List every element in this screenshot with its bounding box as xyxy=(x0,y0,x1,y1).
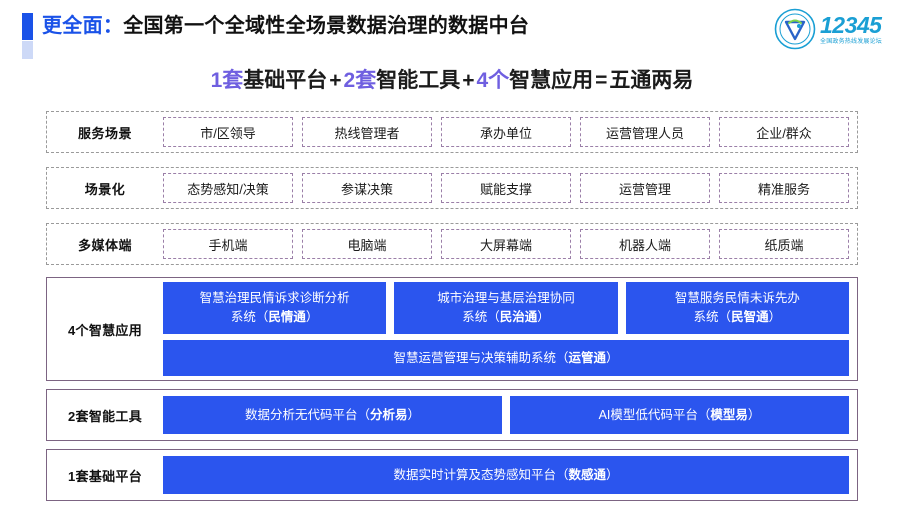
smart-tools-row: 数据分析无代码平台（分析易） AI模型低代码平台（模型易） xyxy=(163,396,849,434)
cell-scene-3[interactable]: 运营管理 xyxy=(580,173,710,203)
header-accent-bar xyxy=(22,13,33,40)
cell-scene-0[interactable]: 态势感知/决策 xyxy=(163,173,293,203)
formula-operator-2: + xyxy=(462,69,475,92)
formula-part3-count: 4个 xyxy=(476,69,510,92)
row-multimedia-terminal-cells: 手机端 电脑端 大屏幕端 机器人端 纸质端 xyxy=(163,224,857,264)
app-box-minqingtong-tag: 民情通 xyxy=(268,310,306,324)
formula-part3-text: 智慧应用 xyxy=(509,69,594,92)
app-box-yunguantong-line1: 智慧运营管理与决策辅助系统（ xyxy=(393,350,569,365)
cell-media-0[interactable]: 手机端 xyxy=(163,229,293,259)
app-box-minqingtong-line3: ） xyxy=(305,310,319,324)
row-multimedia-terminal-label: 多媒体端 xyxy=(77,237,132,253)
base-platform-row: 数据实时计算及态势感知平台（数感通） xyxy=(163,456,849,494)
header-accent-bar-light xyxy=(22,41,33,59)
panel-base-platform-body: 数据实时计算及态势感知平台（数感通） xyxy=(163,450,857,500)
app-box-minzhitong-line1: 城市治理与基层治理协同 xyxy=(437,291,575,305)
formula-part1-count: 1套 xyxy=(210,69,244,92)
app-box-minzhitong-tag: 民治通 xyxy=(499,310,538,324)
panel-base-platform: 1套基础平台 数据实时计算及态势感知平台（数感通） xyxy=(46,449,858,501)
base-box-shugantong-line1: 数据实时计算及态势感知平台（ xyxy=(393,467,569,482)
formula-operator-1: + xyxy=(329,69,342,92)
logo-emblem-icon xyxy=(774,8,816,50)
row-scenario-ization: 场景化 态势感知/决策 参谋决策 赋能支撑 运营管理 精准服务 xyxy=(46,167,858,209)
app-box-yunguantong-line3: ） xyxy=(606,350,619,365)
base-box-shugantong-line3: ） xyxy=(606,467,619,482)
formula-result: 五通两易 xyxy=(609,69,694,92)
page-header: 更全面：全国第一个全域性全场景数据治理的数据中台 12345 全国政务热线发展论… xyxy=(0,0,904,62)
cell-media-1[interactable]: 电脑端 xyxy=(302,229,432,259)
panel-smart-applications-label: 4个智慧应用 xyxy=(67,322,143,338)
row-multimedia-terminal: 多媒体端 手机端 电脑端 大屏幕端 机器人端 纸质端 xyxy=(46,223,858,265)
cell-service-1[interactable]: 热线管理者 xyxy=(302,117,432,147)
tool-box-fenxiyi-line1: 数据分析无代码平台（ xyxy=(244,407,370,422)
app-box-minzhitong-line2: 系统（ xyxy=(462,310,500,324)
row-service-scenario-cells: 市/区领导 热线管理者 承办单位 运营管理人员 企业/群众 xyxy=(163,112,857,152)
tool-box-fenxiyi[interactable]: 数据分析无代码平台（分析易） xyxy=(163,396,502,434)
app-box-minzhitong2-tag: 民智通 xyxy=(731,310,769,324)
app-box-minqingtong-line1: 智慧治理民情诉求诊断分析 xyxy=(199,291,350,305)
logo-number: 12345 xyxy=(820,11,882,38)
row-service-scenario: 服务场景 市/区领导 热线管理者 承办单位 运营管理人员 企业/群众 xyxy=(46,111,858,153)
base-box-shugantong-tag: 数感通 xyxy=(568,467,606,482)
page-title-rest: 全国第一个全域性全场景数据治理的数据中台 xyxy=(123,15,530,37)
base-box-shugantong[interactable]: 数据实时计算及态势感知平台（数感通） xyxy=(163,456,849,494)
panel-smart-applications-body: 智慧治理民情诉求诊断分析系统（民情通） 城市治理与基层治理协同系统（民治通） 智… xyxy=(163,278,857,380)
tool-box-moxingyi-tag: 模型易 xyxy=(710,407,748,422)
formula-line: 1套基础平台+2套智能工具+4个智慧应用=五通两易 xyxy=(0,66,904,96)
cell-service-0[interactable]: 市/区领导 xyxy=(163,117,293,147)
cell-media-4[interactable]: 纸质端 xyxy=(719,229,849,259)
panel-smart-applications: 4个智慧应用 智慧治理民情诉求诊断分析系统（民情通） 城市治理与基层治理协同系统… xyxy=(46,277,858,381)
cell-scene-1[interactable]: 参谋决策 xyxy=(302,173,432,203)
cell-media-3[interactable]: 机器人端 xyxy=(580,229,710,259)
row-service-scenario-label: 服务场景 xyxy=(77,125,132,141)
cell-media-2[interactable]: 大屏幕端 xyxy=(441,229,571,259)
app-box-minzhitong2-line3: ） xyxy=(768,310,782,324)
app-box-yunguantong-tag: 运管通 xyxy=(568,350,606,365)
panel-smart-tools-body: 数据分析无代码平台（分析易） AI模型低代码平台（模型易） xyxy=(163,390,857,440)
formula-equals: = xyxy=(595,69,608,92)
tool-box-fenxiyi-tag: 分析易 xyxy=(369,407,408,422)
tool-box-moxingyi-line3: ） xyxy=(747,407,761,422)
row-scenario-ization-label: 场景化 xyxy=(84,181,126,197)
app-box-minzhitong[interactable]: 城市治理与基层治理协同系统（民治通） xyxy=(394,282,618,334)
logo-subtitle: 全国政务热线发展论坛 xyxy=(820,38,883,45)
app-box-minzhitong-line3: ） xyxy=(537,310,550,324)
smart-applications-top-row: 智慧治理民情诉求诊断分析系统（民情通） 城市治理与基层治理协同系统（民治通） 智… xyxy=(163,282,849,334)
smart-applications-bottom-row: 智慧运营管理与决策辅助系统（运管通） xyxy=(163,340,849,376)
page-title: 更全面：全国第一个全域性全场景数据治理的数据中台 xyxy=(42,12,529,40)
cell-scene-2[interactable]: 赋能支撑 xyxy=(441,173,571,203)
app-box-yunguantong[interactable]: 智慧运营管理与决策辅助系统（运管通） xyxy=(163,340,849,376)
panel-base-platform-label: 1套基础平台 xyxy=(67,468,143,484)
app-box-minzhitong2-line1: 智慧服务民情未诉先办 xyxy=(674,291,800,305)
page-title-keyword: 更全面： xyxy=(42,15,124,37)
tool-box-fenxiyi-line3: ） xyxy=(407,407,421,422)
brand-logo: 12345 全国政务热线发展论坛 xyxy=(774,6,890,52)
app-box-minzhitong2-line2: 系统（ xyxy=(693,310,732,324)
panel-smart-tools: 2套智能工具 数据分析无代码平台（分析易） AI模型低代码平台（模型易） xyxy=(46,389,858,441)
formula-part2-text: 智能工具 xyxy=(376,69,461,92)
app-box-minqingtong-line2: 系统（ xyxy=(230,310,269,324)
cell-service-3[interactable]: 运营管理人员 xyxy=(580,117,710,147)
formula-part1-text: 基础平台 xyxy=(243,69,328,92)
row-scenario-ization-cells: 态势感知/决策 参谋决策 赋能支撑 运营管理 精准服务 xyxy=(163,168,857,208)
cell-service-4[interactable]: 企业/群众 xyxy=(719,117,849,147)
tool-box-moxingyi-line1: AI模型低代码平台（ xyxy=(598,407,711,422)
formula-part2-count: 2套 xyxy=(343,69,377,92)
panel-smart-tools-label: 2套智能工具 xyxy=(67,408,143,424)
cell-service-2[interactable]: 承办单位 xyxy=(441,117,571,147)
tool-box-moxingyi[interactable]: AI模型低代码平台（模型易） xyxy=(510,396,849,434)
app-box-minqingtong[interactable]: 智慧治理民情诉求诊断分析系统（民情通） xyxy=(163,282,387,334)
cell-scene-4[interactable]: 精准服务 xyxy=(719,173,849,203)
app-box-minzhitong2[interactable]: 智慧服务民情未诉先办系统（民智通） xyxy=(625,282,849,334)
